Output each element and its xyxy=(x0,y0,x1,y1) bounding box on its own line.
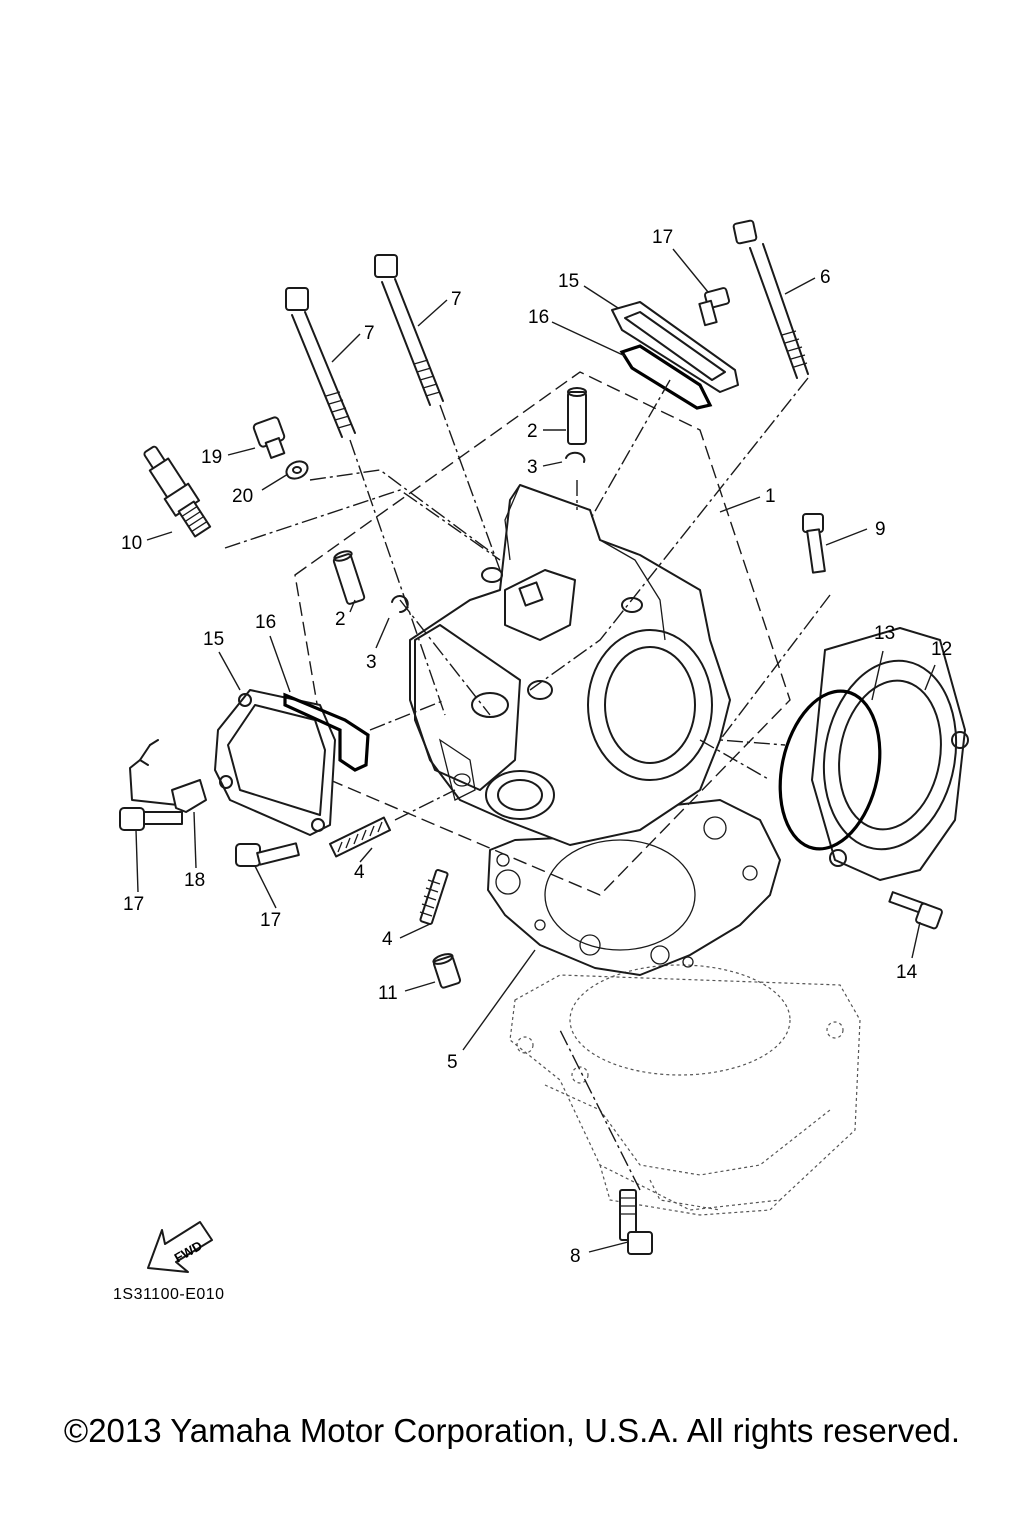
assembly-line-7a xyxy=(349,439,446,716)
assembly-line-9 xyxy=(718,594,831,746)
head-gasket xyxy=(487,799,781,976)
callout-16-side: 16 xyxy=(255,612,276,633)
callout-8: 8 xyxy=(570,1246,581,1267)
cylinder-head xyxy=(409,484,731,846)
dowel-pin xyxy=(432,953,462,989)
circlip-lower xyxy=(391,595,409,613)
callout-4-lower: 4 xyxy=(382,929,393,950)
bolt-17-left xyxy=(119,807,183,831)
cylinder-block xyxy=(509,964,861,1216)
callout-2-lower: 2 xyxy=(335,609,346,630)
spark-plug xyxy=(143,445,212,538)
callout-18: 18 xyxy=(184,870,205,891)
stud-upper xyxy=(328,816,392,858)
callout-17-left: 17 xyxy=(123,894,144,915)
callout-7-right: 7 xyxy=(451,289,462,310)
tappet-cover-upper xyxy=(611,301,739,393)
tappet-cover-side xyxy=(214,689,336,836)
head-bolt-7b xyxy=(374,254,444,406)
head-bolt-6 xyxy=(732,219,809,379)
assembly-line-4 xyxy=(394,789,456,821)
intake-oring xyxy=(778,689,882,851)
callout-1: 1 xyxy=(765,486,776,507)
washer-20 xyxy=(285,460,309,480)
tappet-gasket-side xyxy=(283,692,370,772)
bolt-14 xyxy=(888,891,943,930)
stud-lower xyxy=(419,868,449,926)
callout-3-lower: 3 xyxy=(366,652,377,673)
callout-13: 13 xyxy=(874,623,895,644)
bolt-17-mid xyxy=(235,842,300,867)
callout-15-upper: 15 xyxy=(558,271,579,292)
assembly-line-10 xyxy=(224,489,501,561)
callout-5: 5 xyxy=(447,1052,458,1073)
callout-3-upper: 3 xyxy=(527,457,538,478)
callout-11: 11 xyxy=(378,983,398,1004)
assembly-line-side-cover xyxy=(369,699,446,731)
intake-joint xyxy=(811,627,969,881)
assembly-line-intake xyxy=(699,739,771,781)
diagram-code: 1S31100-E010 xyxy=(113,1286,225,1303)
assembly-line-2 xyxy=(399,599,491,716)
copyright-notice: ©2013 Yamaha Motor Corporation, U.S.A. A… xyxy=(63,1412,961,1449)
circlip-upper xyxy=(565,451,586,463)
callout-14: 14 xyxy=(896,962,918,983)
callout-19: 19 xyxy=(201,447,222,468)
callout-4-upper: 4 xyxy=(354,862,365,883)
callout-9: 9 xyxy=(875,519,886,540)
bolt-9 xyxy=(802,513,826,574)
callout-17-mid: 17 xyxy=(260,910,281,931)
fwd-arrow-icon: FWD xyxy=(147,1221,213,1273)
valve-guide-upper xyxy=(567,387,587,445)
head-bolt-7a xyxy=(285,287,356,438)
callout-17-top: 17 xyxy=(652,227,673,248)
callout-6: 6 xyxy=(820,267,831,288)
callout-7-left: 7 xyxy=(364,323,375,344)
assembly-line-6 xyxy=(529,377,809,691)
callout-labels: 1 2 2 3 3 4 4 5 6 7 7 8 9 10 11 12 13 14… xyxy=(121,227,952,1267)
bolt-19 xyxy=(252,416,286,459)
bolt-17-top xyxy=(698,287,731,327)
assembly-line-8 xyxy=(559,1029,641,1191)
callout-10: 10 xyxy=(121,533,142,554)
bolt-8 xyxy=(619,1189,653,1255)
valve-guide-lower xyxy=(332,550,366,605)
breather-bracket xyxy=(129,739,207,813)
assembly-line-15 xyxy=(589,379,671,521)
callout-15-side: 15 xyxy=(203,629,224,650)
leader-lines xyxy=(135,248,936,1253)
callout-20: 20 xyxy=(232,486,253,507)
callout-12: 12 xyxy=(931,639,952,660)
callout-2-upper: 2 xyxy=(527,421,538,442)
assembly-line-20 xyxy=(309,469,496,556)
assembly-line-7b xyxy=(439,404,501,571)
tappet-gasket-upper xyxy=(619,344,713,410)
callout-16-upper: 16 xyxy=(528,307,549,328)
